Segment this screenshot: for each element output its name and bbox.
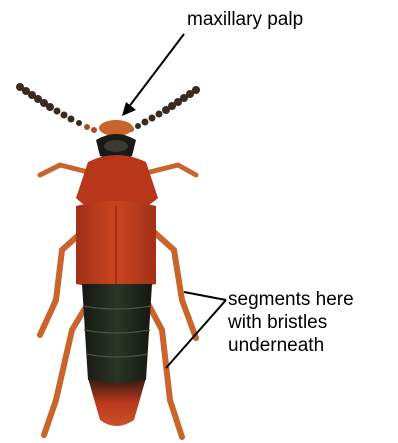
segments-label-line-3: underneath bbox=[228, 334, 354, 357]
abdomen bbox=[82, 284, 152, 386]
palp-pointer-line bbox=[128, 34, 184, 108]
head bbox=[96, 120, 136, 159]
segments-label: segments here with bristles underneath bbox=[228, 288, 354, 357]
abdomen-tip bbox=[88, 378, 146, 426]
palp-arrowhead bbox=[122, 102, 136, 116]
maxillary-palp-label: maxillary palp bbox=[187, 8, 303, 31]
segment-pointer-upper bbox=[184, 292, 226, 300]
left-antenna bbox=[16, 83, 97, 133]
segment-pointer-lower bbox=[166, 300, 226, 368]
segments-label-line-2: with bristles bbox=[228, 311, 354, 334]
segments-label-line-1: segments here bbox=[228, 288, 354, 311]
